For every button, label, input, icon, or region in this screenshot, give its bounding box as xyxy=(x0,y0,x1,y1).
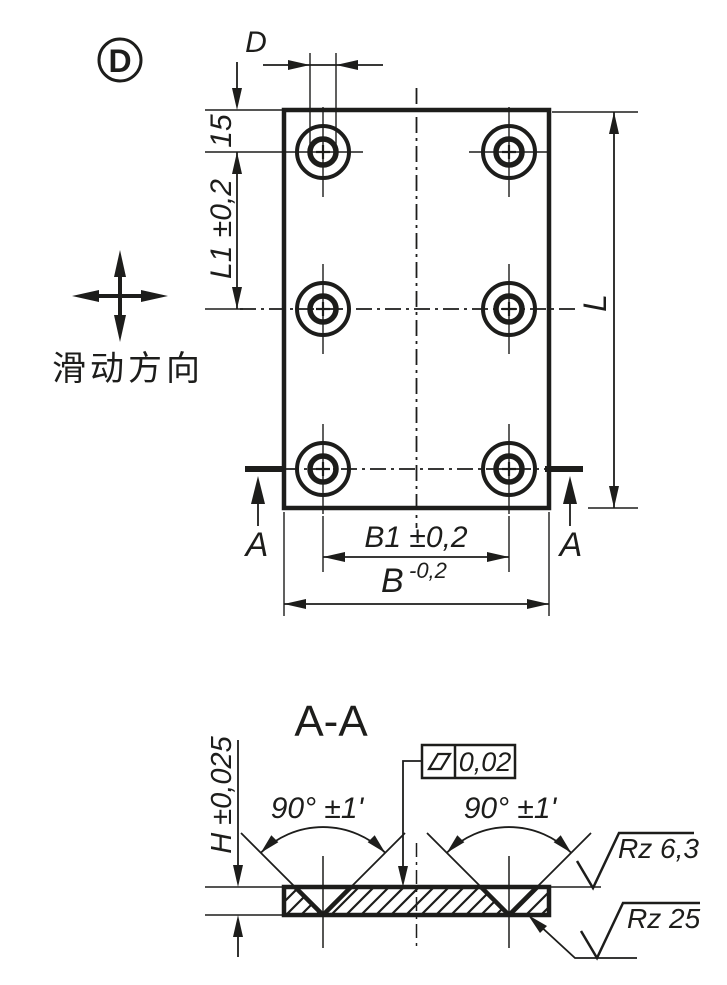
edge-distance-dim-text: 15 xyxy=(205,114,238,148)
mounting-hole xyxy=(481,264,537,354)
countersink-angle-right-dimension: 90° ±1' xyxy=(446,792,572,854)
detail-balloon-label: D xyxy=(108,43,131,79)
roughness-check-icon xyxy=(579,901,700,961)
hole-pitch-horizontal-dim-text: B1 ±0,2 xyxy=(364,521,468,554)
plate-height-dim-text: H ±0,025 xyxy=(206,735,238,853)
plate-width-dim-text: B xyxy=(381,562,404,600)
hole-pitch-vertical-dimension: L1 ±0,2 xyxy=(205,152,242,309)
hole-pitch-vertical-dim-text: L1 ±0,2 xyxy=(205,179,238,279)
slide-direction-label: 滑动方向 xyxy=(52,350,204,388)
detail-balloon-circle xyxy=(97,37,143,83)
plate-height-dimension: H ±0,025 xyxy=(205,735,283,957)
roughness-symbol-top: Rz 6,3 xyxy=(550,831,699,891)
edge-distance-dimension: 15 xyxy=(205,62,282,148)
section-title: A-A xyxy=(294,697,368,746)
detail-balloon: D xyxy=(97,37,143,83)
plate-length-dim-text: L xyxy=(577,294,613,312)
flatness-tolerance-value: 0,02 xyxy=(459,747,512,777)
main-view: D 滑动方向 xyxy=(52,26,638,616)
section-label-right: A xyxy=(558,526,583,564)
roughness-check-icon xyxy=(575,831,694,891)
section-plate-outline xyxy=(281,884,552,918)
tolerance-frame: 0,02 xyxy=(398,743,517,887)
roughness-symbol-bottom: Rz 25 xyxy=(528,901,701,961)
countersink-angle-right-text: 90° ±1' xyxy=(464,792,558,825)
plate-width-tolerance-text: -0,2 xyxy=(409,558,447,583)
plate-length-dimension: L xyxy=(552,111,638,509)
hole-pitch-horizontal-dimension: B1 ±0,2 xyxy=(322,516,510,572)
plate-width-dimension: B -0,2 xyxy=(283,512,550,616)
countersink-angle-left-text: 90° ±1' xyxy=(271,792,365,825)
surface-roughness-bottom-text: Rz 25 xyxy=(627,903,701,934)
hole-diameter-dimension: D xyxy=(245,26,383,148)
mounting-hole xyxy=(481,107,537,197)
mounting-holes xyxy=(295,107,537,514)
countersink-angle-left-dimension: 90° ±1' xyxy=(260,792,386,854)
mounting-hole xyxy=(295,107,351,197)
hole-diameter-dim-text: D xyxy=(245,26,267,59)
surface-roughness-top-text: Rz 6,3 xyxy=(618,833,699,864)
section-label-left: A xyxy=(244,526,269,564)
flatness-icon xyxy=(427,752,452,771)
cutting-plane-line: A A xyxy=(244,466,583,564)
section-view: A-A xyxy=(205,697,701,961)
mounting-hole xyxy=(295,264,351,354)
cross-arrows-icon xyxy=(72,250,168,342)
